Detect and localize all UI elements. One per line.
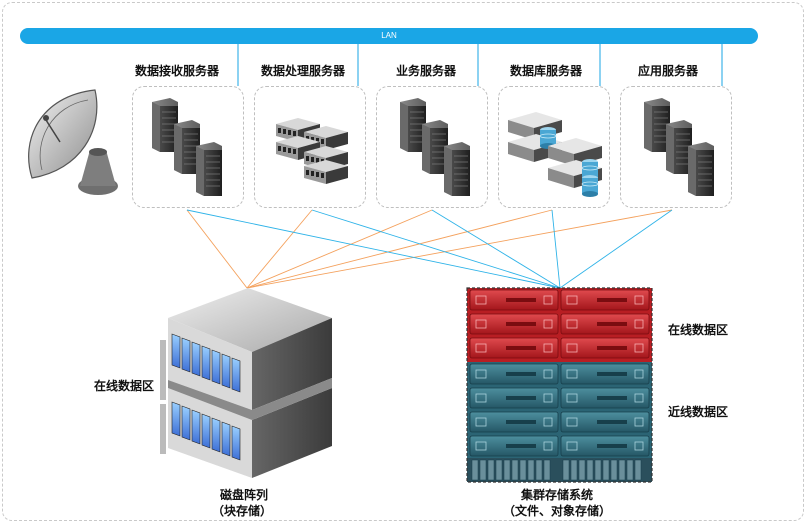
link-to-cluster — [311, 209, 561, 289]
server-label-data-receive: 数据接收服务器 — [135, 64, 220, 78]
lan-bus: LAN — [20, 28, 758, 44]
link-to-cluster — [186, 209, 561, 289]
link-to-disk-array — [246, 209, 313, 289]
link-to-disk-array — [246, 209, 553, 289]
server-label-business: 业务服务器 — [396, 64, 457, 78]
cluster-online-label: 在线数据区 — [668, 323, 729, 337]
server-label-application: 应用服务器 — [638, 64, 699, 78]
disk-array-title: 磁盘阵列 — [220, 488, 269, 502]
link-to-disk-array — [246, 209, 673, 289]
link-to-cluster — [559, 209, 673, 289]
disk-array-subtitle: （块存储） — [212, 504, 273, 518]
server-label-database: 数据库服务器 — [510, 64, 583, 78]
link-to-cluster — [551, 209, 561, 289]
disk-array-zone-label: 在线数据区 — [94, 379, 155, 393]
link-to-cluster — [431, 209, 561, 289]
link-to-disk-array — [186, 209, 248, 289]
server-label-data-process: 数据处理服务器 — [261, 64, 346, 78]
cluster-title: 集群存储系统 — [521, 488, 594, 502]
cluster-subtitle: （文件、对象存储） — [503, 504, 612, 518]
link-to-disk-array — [246, 209, 433, 289]
cluster-nearline-label: 近线数据区 — [668, 405, 729, 419]
